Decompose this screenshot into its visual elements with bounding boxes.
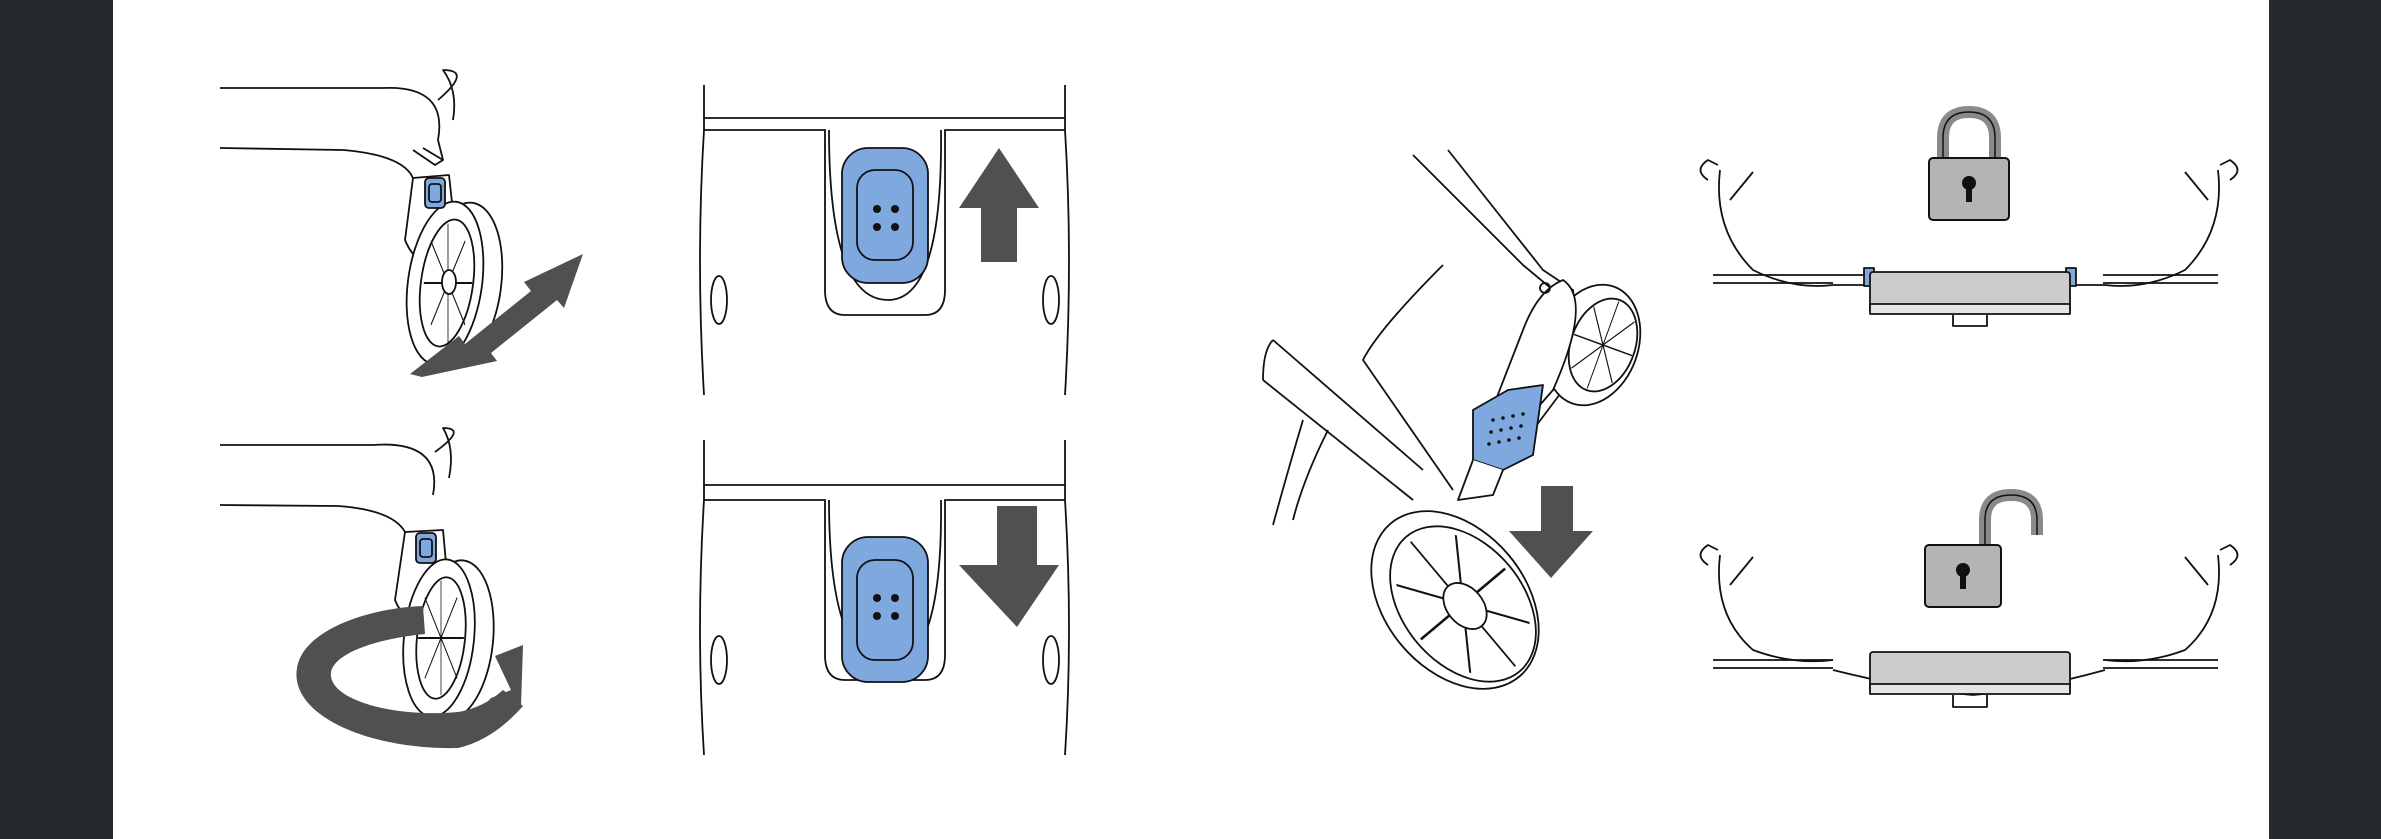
swivel-lock-button-small [416,533,436,563]
down-arrow-icon [1509,486,1593,578]
swivel-lock-button-panel [700,85,1069,755]
up-arrow-icon [959,148,1039,262]
release-button [1473,385,1543,470]
padlock-unlocked-icon [1925,495,2037,607]
caster-wheel-top [220,70,512,373]
rear-wheel-release-panel [1263,150,1656,722]
down-arrow-icon [959,506,1059,627]
caster-wheel-bottom [220,428,501,724]
brake-bar-lock-panel [1701,160,2238,707]
swivel-lock-button-small [425,178,445,208]
lock-button-up [842,148,928,283]
instruction-sheet [113,0,2269,839]
padlock-locked-icon [1929,112,2009,220]
instruction-illustrations [113,0,2269,839]
